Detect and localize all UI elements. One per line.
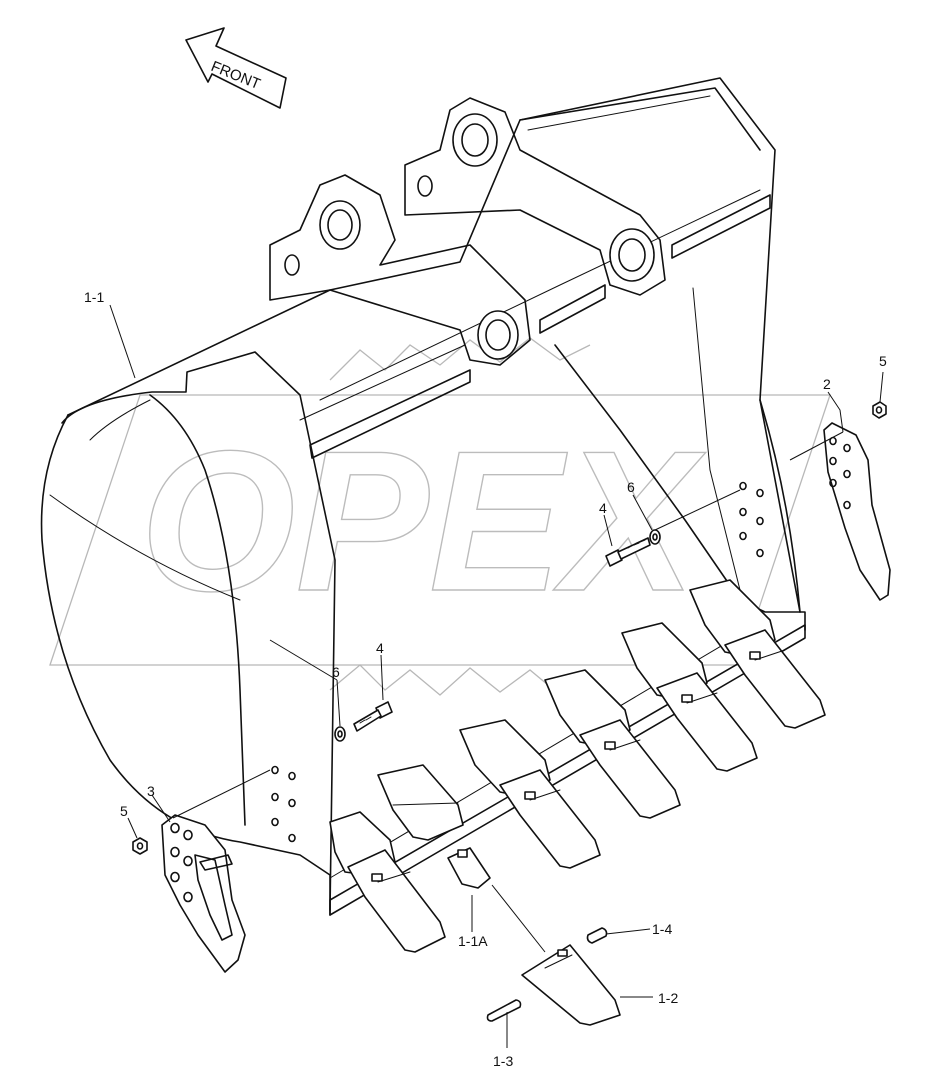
tooth [377, 764, 464, 841]
leader-lines [109, 304, 884, 1048]
callout-6-left: 6 [332, 664, 340, 680]
callout-1-1: 1-1 [84, 289, 104, 305]
tooth [544, 669, 681, 819]
callout-2: 2 [823, 376, 831, 392]
callout-5-left: 5 [120, 803, 128, 819]
tooth [329, 811, 446, 953]
tooth [621, 622, 758, 772]
lock-pin [586, 927, 608, 944]
washer-left [334, 726, 346, 742]
bucket-teeth [329, 579, 826, 953]
retainer-pin [486, 999, 522, 1022]
watermark: OPEX [49, 337, 831, 696]
callout-3: 3 [147, 783, 155, 799]
left-bolt-holes [271, 765, 296, 843]
pin-boss [452, 113, 498, 167]
tooth [459, 719, 601, 869]
callout-1-3: 1-3 [493, 1053, 513, 1069]
watermark-text: OPEX [140, 410, 706, 633]
tooth [689, 579, 826, 729]
adapter-1-1A [447, 847, 491, 889]
callout-1-2: 1-2 [658, 990, 678, 1006]
front-arrow: FRONT [185, 27, 287, 109]
bolt-left [353, 701, 393, 732]
pin-boss [609, 228, 655, 282]
side-cutter-left [161, 814, 246, 973]
bolt-right [605, 537, 651, 567]
exploded-tooth-point [521, 944, 621, 1026]
callout-5-right: 5 [879, 353, 887, 369]
nut-left [132, 837, 148, 855]
pin-boss [477, 310, 519, 360]
bucket-body [40, 77, 806, 916]
right-bolt-holes [739, 481, 764, 558]
callout-6-right: 6 [627, 479, 635, 495]
callout-4-left: 4 [376, 640, 384, 656]
mounting-brackets [269, 97, 666, 366]
callouts: 1-1 1-1A 1-2 1-3 1-4 2 3 4 4 5 5 6 6 [84, 289, 887, 1069]
callout-4-right: 4 [599, 500, 607, 516]
nut-right [872, 401, 887, 419]
callout-1-1A: 1-1A [458, 933, 488, 949]
callout-1-4: 1-4 [652, 921, 672, 937]
side-cutter-right [823, 422, 891, 601]
pin-boss [319, 200, 361, 250]
washer-right [649, 529, 661, 545]
